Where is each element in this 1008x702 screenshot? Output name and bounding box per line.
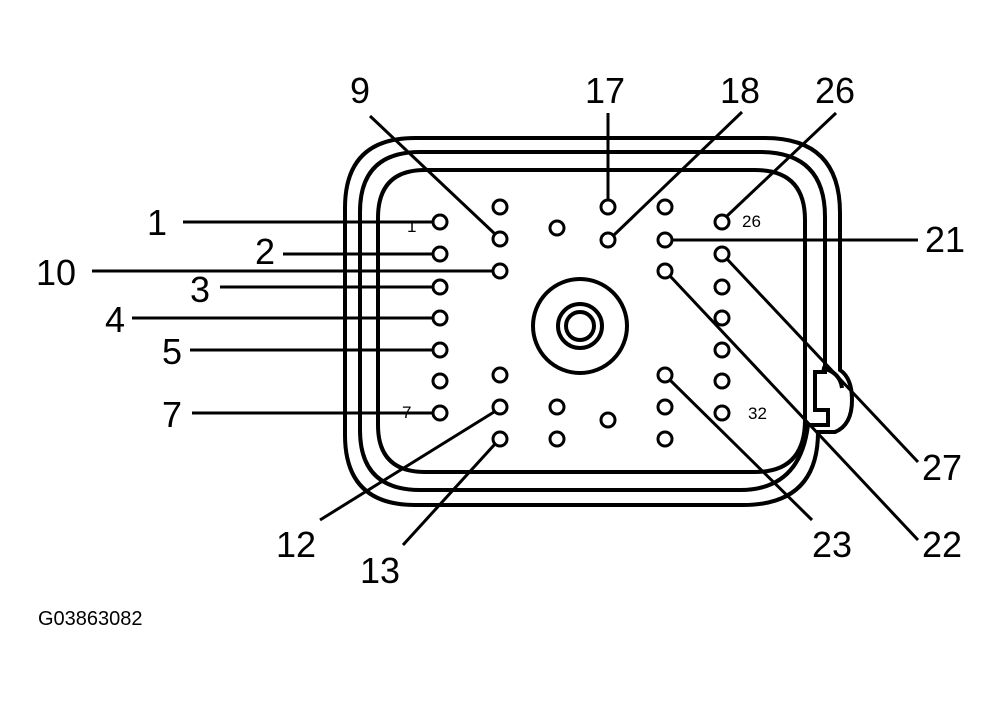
pin-19 [599, 411, 617, 429]
callout-13: 13 [360, 550, 400, 591]
pin-20 [656, 198, 674, 216]
pin-31 [713, 372, 731, 390]
figure-code: G03863082 [38, 608, 143, 630]
pin-17 [599, 198, 617, 216]
pin-23 [656, 366, 674, 384]
callout-27: 27 [922, 447, 962, 488]
callout-23: 23 [812, 524, 852, 565]
pin-7 [431, 404, 449, 422]
pin-cavities [431, 198, 731, 448]
pin-27 [713, 245, 731, 263]
callout-2: 2 [255, 231, 275, 272]
pin-30 [713, 341, 731, 359]
callout-22: 22 [922, 524, 962, 565]
callout-21: 21 [925, 219, 965, 260]
callout-4: 4 [105, 299, 125, 340]
pin-4 [431, 309, 449, 327]
pin-12 [491, 398, 509, 416]
callout-5: 5 [162, 331, 182, 372]
pin-26 [713, 213, 731, 231]
pin-18 [599, 231, 617, 249]
marking-7: 7 [402, 403, 411, 422]
callout-7: 7 [162, 394, 182, 435]
callout-10: 10 [36, 252, 76, 293]
pin-2 [431, 245, 449, 263]
pin-25 [656, 430, 674, 448]
pin-11 [491, 366, 509, 384]
pin-24 [656, 398, 674, 416]
pin-10 [491, 262, 509, 280]
pin-14 [548, 219, 566, 237]
callout-12: 12 [276, 524, 316, 565]
marking-32: 32 [748, 404, 767, 423]
center-guide-post [531, 277, 629, 375]
pin-28 [713, 278, 731, 296]
pin-21 [656, 231, 674, 249]
pin-5 [431, 341, 449, 359]
pin-13 [491, 430, 509, 448]
callout-26: 26 [815, 70, 855, 111]
callout-9: 9 [350, 70, 370, 111]
pin-markings: 1 26 7 32 [402, 212, 767, 423]
pin-8 [491, 198, 509, 216]
pin-9 [491, 230, 509, 248]
pin-1 [431, 213, 449, 231]
callout-labels: 1 2 10 3 4 5 7 9 17 18 26 21 27 22 23 12… [36, 70, 965, 591]
callout-1: 1 [147, 202, 167, 243]
pin-32 [713, 404, 731, 422]
leader-lines [92, 110, 920, 547]
pin-6 [431, 372, 449, 390]
pin-22 [656, 262, 674, 280]
callout-17: 17 [585, 70, 625, 111]
connector-housing [343, 136, 855, 507]
callout-18: 18 [720, 70, 760, 111]
marking-1: 1 [407, 217, 416, 236]
pin-15 [548, 398, 566, 416]
marking-26: 26 [742, 212, 761, 231]
pin-29 [713, 309, 731, 327]
pin-16 [548, 430, 566, 448]
pin-3 [431, 278, 449, 296]
callout-3: 3 [190, 269, 210, 310]
